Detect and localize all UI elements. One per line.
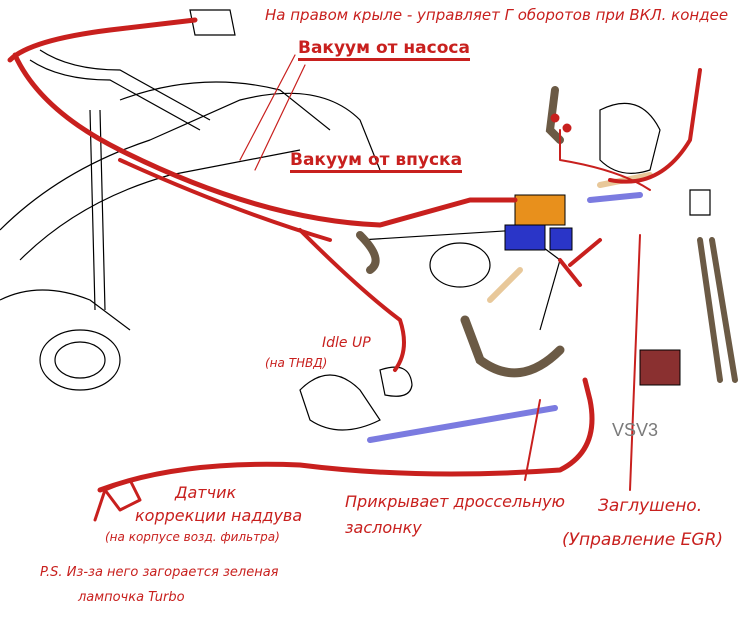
idle-up-location: (на ТНВД)	[265, 356, 328, 370]
ps-note-line1: P.S. Из-за него загорается зеленая	[40, 565, 279, 580]
egr-control-label: (Управление EGR)	[562, 530, 724, 550]
vsv3-label: VSV3	[612, 420, 659, 440]
plugged-label: Заглушено.	[598, 496, 703, 516]
engine-outline	[0, 9, 711, 431]
annotation-lines	[7, 17, 702, 522]
throttle-label: Прикрывает дроссельную	[345, 492, 566, 511]
ps-note-line2: лампочка Turbo	[78, 590, 185, 605]
throttle-label-2: заслонку	[345, 518, 422, 537]
boost-sensor-label: Датчик	[175, 483, 237, 502]
vacuum-pump-label: Вакуум от насоса	[298, 38, 470, 61]
boost-sensor-label-2: коррекции наддува	[135, 506, 303, 525]
hoses	[356, 86, 738, 443]
vsv-valves	[504, 194, 681, 386]
vacuum-intake-label: Вакуум от впуска	[290, 150, 463, 173]
idle-up-label: Idle UP	[322, 335, 371, 351]
boost-sensor-location: (на корпусе возд. фильтра)	[105, 530, 280, 544]
top-note: На правом крыле - управляет Г оборотов п…	[265, 6, 729, 24]
